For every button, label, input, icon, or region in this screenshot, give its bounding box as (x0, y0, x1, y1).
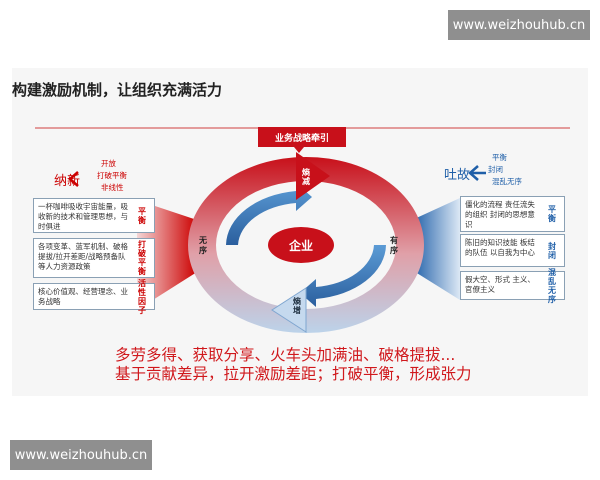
right-funnel (412, 198, 460, 300)
watermark-bottom: www.weizhouhub.cn (10, 440, 152, 470)
ring-label-right: 有序 (390, 236, 398, 255)
right-box: 假大空、形式 主义、官僚主义混乱无序 (460, 268, 565, 304)
arrow-bottom-icon (300, 245, 386, 307)
page-title: 构建激励机制，让组织充满活力 (12, 81, 223, 99)
slogan-line-2: 基于贡献差异，拉开激励差距；打破平衡，形成张力 (115, 365, 472, 383)
left-box: 各项变革、蓝军机制、破格提拔/拉开差距/战略预备队等人力资源政策打破平衡 (33, 238, 155, 278)
slogan-line-1: 多劳多得、获取分享、火车头加满油、破格提拔... (115, 346, 456, 364)
right-box: 僵化的流程 责任流失的组织 封闭的思想意识平衡 (460, 196, 565, 232)
left-arrow-icon (68, 171, 79, 187)
watermark-top: www.weizhouhub.cn (448, 10, 590, 40)
strategy-banner (258, 127, 346, 147)
right-arrow-icon (468, 165, 486, 181)
left-items: 开放 打破平衡 非线性 (97, 159, 127, 192)
right-box: 陈旧的知识技能 板结的队伍 以自我为中心封闭 (460, 234, 565, 267)
right-items: 平衡 封闭 混乱无序 (488, 153, 522, 186)
ring-label-bottom: 熵增 (293, 297, 301, 315)
ring-label-top: 熵减 (302, 168, 310, 186)
entropy-increase-arrow (271, 287, 307, 333)
left-head: 纳新 (54, 174, 81, 189)
entropy-decrease-arrow (296, 152, 330, 200)
arrow-top-icon (226, 183, 312, 245)
banner-text: 业务战略牵引 (275, 132, 329, 144)
enterprise-core (268, 227, 334, 263)
center-label: 企业 (288, 238, 313, 253)
left-box: 核心价值观、经营理念、业务战略活性因子 (33, 279, 155, 315)
ring-label-left: 无序 (199, 236, 207, 255)
right-head: 吐故 (444, 168, 471, 183)
left-box: 一杯咖啡吸收宇宙能量，吸收新的技术和管理思想，与时俱进平衡 (33, 198, 155, 233)
